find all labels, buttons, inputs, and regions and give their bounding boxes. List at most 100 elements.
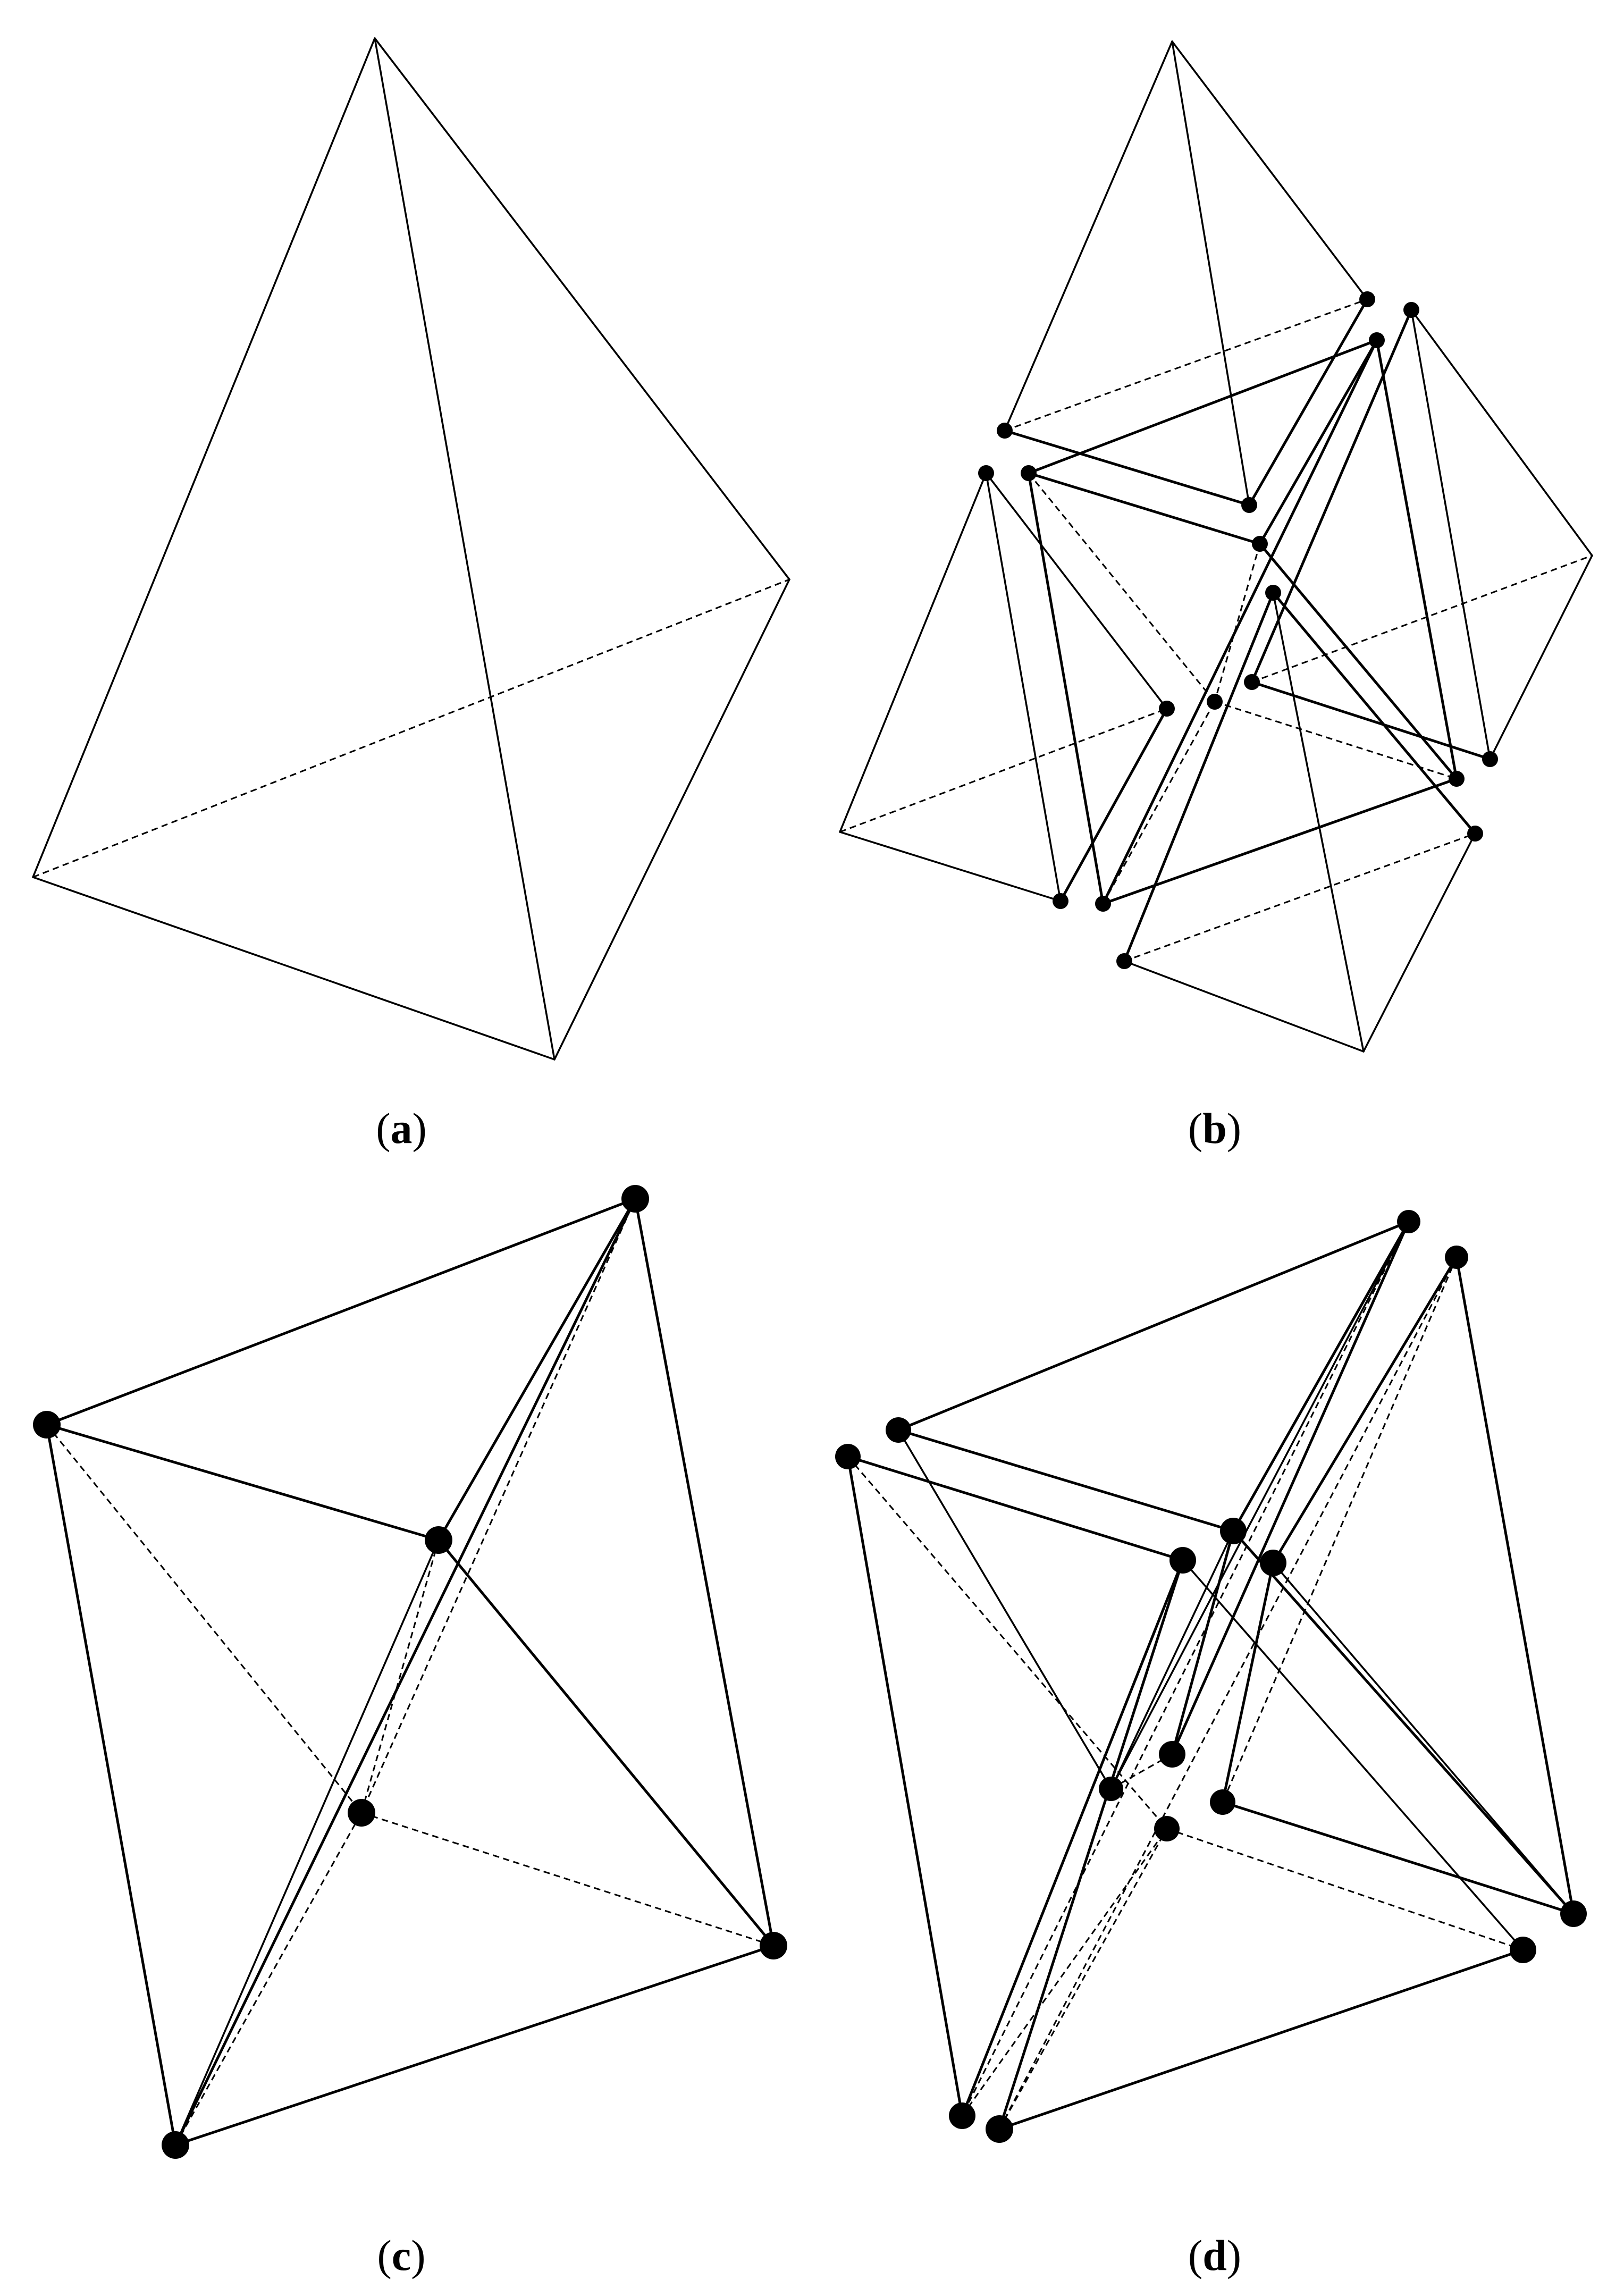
edge	[1489, 554, 1593, 760]
edge	[32, 37, 376, 878]
edge	[1272, 1562, 1575, 1915]
edge	[846, 1455, 1184, 1562]
caption-a: (a)	[376, 1104, 427, 1153]
edge	[961, 1559, 1184, 2117]
edge	[1110, 1530, 1234, 1790]
edge	[1362, 832, 1476, 1053]
edge	[1232, 1220, 1410, 1533]
hidden-edge	[1214, 701, 1457, 780]
edge-bold	[1123, 591, 1275, 963]
edge	[45, 1423, 177, 2147]
edge	[1171, 40, 1368, 300]
vertex-dot	[1159, 1741, 1185, 1768]
hidden-edge	[1214, 543, 1261, 702]
hidden-edge	[1004, 298, 1368, 432]
vertex-dot	[1260, 1550, 1286, 1576]
vertex-dot	[1397, 1210, 1420, 1233]
edge	[634, 1197, 775, 1947]
vertex-dot	[1095, 896, 1111, 912]
vertex-dot	[162, 2131, 189, 2159]
vertex-dot	[997, 423, 1013, 439]
vertex-dot	[1445, 1246, 1468, 1269]
vertex-dot	[1403, 302, 1419, 318]
edge-bold	[1258, 542, 1458, 780]
edge	[45, 1423, 440, 1542]
vertex-dot	[978, 465, 994, 481]
vertex-dot	[1560, 1900, 1587, 1927]
vertex-dot	[1241, 497, 1257, 513]
caption-c: (c)	[377, 2231, 425, 2279]
edge	[846, 1455, 964, 2117]
vertex-dot	[835, 1444, 861, 1469]
vertex-dot	[949, 2102, 975, 2129]
vertex-dot	[348, 1799, 375, 1827]
edge	[1171, 1529, 1235, 1756]
edge	[374, 37, 790, 581]
vertex-dot	[1099, 1777, 1123, 1801]
edge-bold	[1375, 339, 1458, 780]
edge-bold	[1258, 339, 1378, 545]
hidden-edge	[998, 1257, 1458, 2130]
edge	[1110, 1221, 1410, 1790]
edge	[553, 578, 790, 1061]
hidden-edge	[32, 578, 790, 878]
vertex-dot	[886, 1417, 911, 1443]
hidden-edge	[998, 1828, 1168, 2130]
edge	[174, 1197, 637, 2147]
panel-a-tetrahedron	[32, 37, 790, 1061]
edge	[1272, 1256, 1458, 1564]
edge	[437, 1538, 775, 1947]
hidden-edge	[961, 1221, 1410, 2116]
edge	[1272, 592, 1365, 1053]
hidden-edge	[1222, 1257, 1458, 1803]
edge	[839, 831, 1062, 902]
panel-c-octahedron	[33, 1185, 787, 2159]
vertex-dot	[1220, 1518, 1247, 1544]
edge	[897, 1428, 1235, 1533]
vertex-dot	[1210, 1789, 1235, 1815]
vertex-dot	[1467, 826, 1483, 842]
edge	[32, 876, 556, 1061]
edge	[998, 1559, 1184, 2131]
vertex-dot	[621, 1185, 649, 1213]
vertex-dot	[986, 2115, 1013, 2143]
hidden-edge	[1102, 701, 1216, 904]
vertex-dot	[1482, 751, 1498, 767]
vertex-dot	[1169, 1547, 1196, 1574]
edge-bold	[1250, 680, 1492, 761]
edge	[174, 1539, 440, 2146]
vertex-dot	[1207, 694, 1223, 710]
edge	[1004, 40, 1173, 432]
edge	[45, 1197, 637, 1426]
edge	[1410, 309, 1491, 760]
edge	[897, 1220, 1410, 1432]
hidden-edge	[360, 1540, 440, 1813]
vertex-dot	[1252, 536, 1268, 552]
vertex-dot	[1510, 1937, 1536, 1963]
hidden-edge	[847, 1456, 1168, 1829]
vertex-dot	[760, 1932, 787, 1959]
edge	[174, 1944, 775, 2147]
vertex-dot	[1116, 953, 1132, 969]
edge-bold	[1248, 298, 1369, 507]
edge	[374, 37, 556, 1061]
edge	[1123, 960, 1365, 1053]
caption-d: (d)	[1188, 2231, 1241, 2279]
panel-d-split-octahedron	[835, 1210, 1587, 2143]
hidden-edge	[839, 708, 1167, 833]
edge-bold	[1027, 339, 1378, 475]
hidden-edge	[174, 1812, 363, 2146]
edge-bold	[1101, 339, 1378, 905]
vertex-dot	[1369, 332, 1385, 348]
hidden-edge	[1124, 832, 1476, 962]
vertex-dot	[1154, 1816, 1180, 1841]
panel-b-subdivision	[839, 40, 1593, 1053]
vertex-dot	[33, 1411, 61, 1439]
hidden-edge	[1251, 554, 1593, 683]
edge	[897, 1429, 1112, 1790]
edge	[1221, 1561, 1275, 1804]
edge-bold	[1250, 308, 1413, 684]
vertex-dot	[1265, 585, 1281, 601]
vertex-dot	[1449, 771, 1465, 787]
